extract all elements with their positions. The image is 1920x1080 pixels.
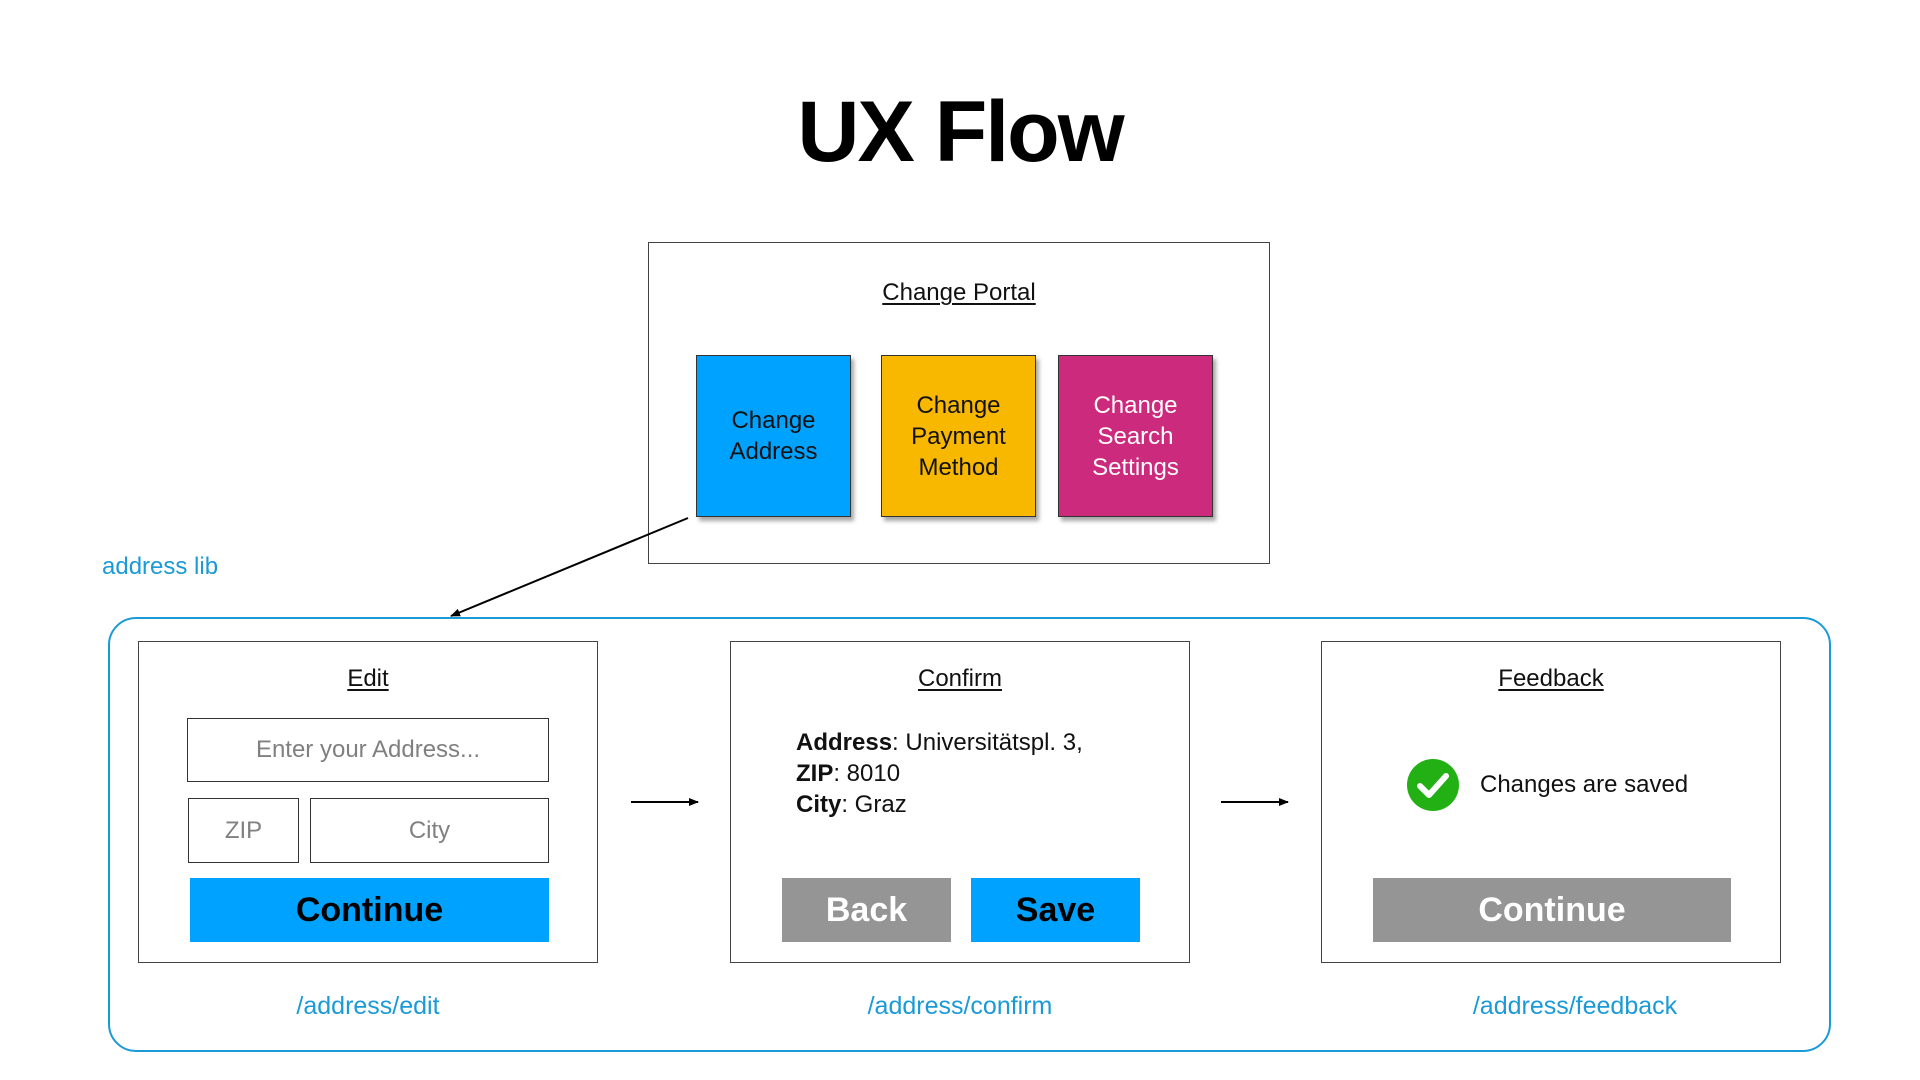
zip-input-placeholder: ZIP xyxy=(224,816,263,844)
change-search-settings-label: Change Search Settings xyxy=(1092,391,1179,481)
confirm-city-line: City: Graz xyxy=(796,789,1083,820)
change-address-label: Change Address xyxy=(729,407,818,465)
page-title: UX Flow xyxy=(797,84,1124,180)
change-address-tile[interactable]: Change Address xyxy=(696,355,851,517)
confirm-address-line: Address: Universitätspl. 3, xyxy=(796,727,1083,758)
confirm-zip-value: : 8010 xyxy=(833,760,901,787)
change-payment-method-tile[interactable]: Change Payment Method xyxy=(881,355,1036,517)
change-payment-method-label: Change Payment Method xyxy=(911,391,1006,481)
edit-heading: Edit xyxy=(347,665,389,692)
confirm-address-label: Address xyxy=(796,729,893,756)
change-portal-heading: Change Portal xyxy=(882,279,1036,306)
city-input-placeholder: City xyxy=(408,816,451,844)
feedback-screen: Feedback Changes are saved Continue xyxy=(1321,641,1781,963)
change-search-settings-tile[interactable]: Change Search Settings xyxy=(1058,355,1213,517)
check-circle-icon xyxy=(1407,759,1459,811)
feedback-continue-button[interactable]: Continue xyxy=(1373,878,1731,942)
confirm-summary: Address: Universitätspl. 3, ZIP: 8010 Ci… xyxy=(796,727,1083,820)
back-button[interactable]: Back xyxy=(782,878,951,942)
feedback-heading: Feedback xyxy=(1498,665,1604,692)
edit-continue-button[interactable]: Continue xyxy=(190,878,549,942)
save-button[interactable]: Save xyxy=(971,878,1140,942)
route-confirm: /address/confirm xyxy=(867,992,1053,1020)
feedback-message: Changes are saved xyxy=(1480,771,1689,798)
feedback-message-row: Changes are saved xyxy=(1406,758,1688,812)
route-feedback: /address/feedback xyxy=(1472,992,1678,1020)
address-input[interactable]: Enter your Address... xyxy=(187,718,549,782)
confirm-city-label: City xyxy=(796,791,842,818)
confirm-heading: Confirm xyxy=(917,665,1002,692)
edit-screen: Edit Enter your Address... ZIP City Cont… xyxy=(138,641,598,963)
address-lib-label: address lib xyxy=(102,553,219,580)
confirm-zip-line: ZIP: 8010 xyxy=(796,758,1083,789)
route-edit: /address/edit xyxy=(296,992,440,1020)
confirm-zip-label: ZIP xyxy=(796,760,834,787)
address-lib-container xyxy=(108,617,1831,1052)
confirm-address-value: : Universitätspl. 3, xyxy=(892,729,1083,756)
change-portal: Change Portal Change Address Change Paym… xyxy=(648,242,1270,564)
address-input-placeholder: Enter your Address... xyxy=(255,736,481,763)
city-input[interactable]: City xyxy=(310,798,549,863)
zip-input[interactable]: ZIP xyxy=(188,798,299,863)
confirm-city-value: : Graz xyxy=(841,791,907,818)
confirm-screen: Confirm Address: Universitätspl. 3, ZIP:… xyxy=(730,641,1190,963)
